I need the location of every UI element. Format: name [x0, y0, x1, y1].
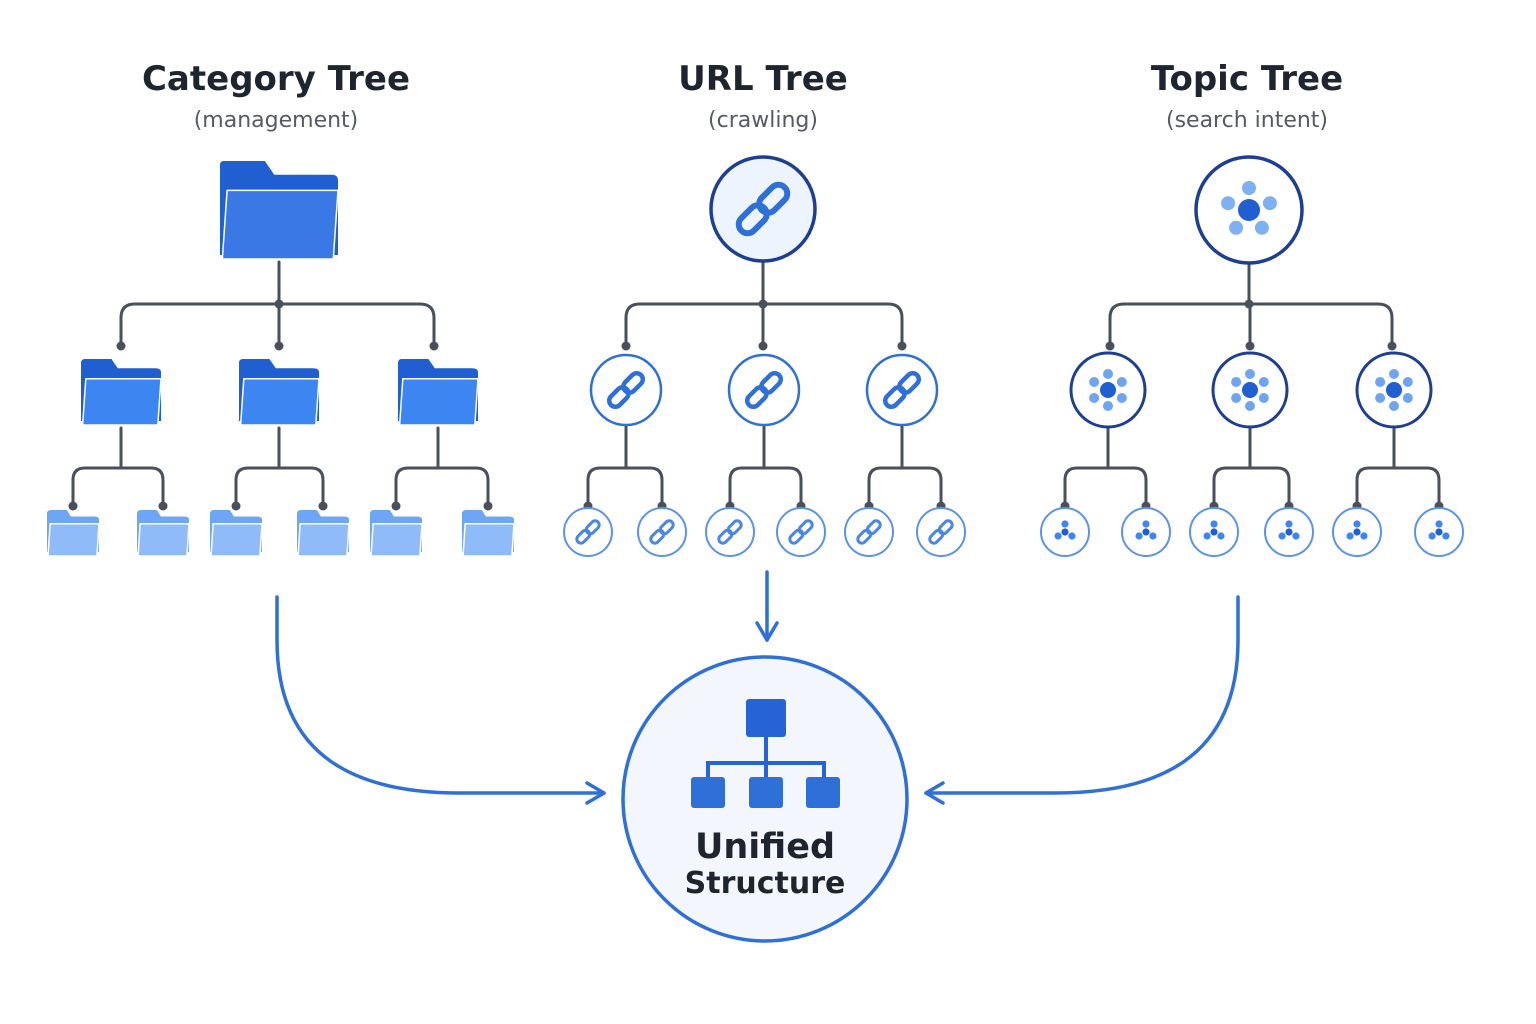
topic-cluster-icon — [1203, 520, 1225, 540]
connector-dot — [318, 501, 328, 511]
category-child-folder — [239, 359, 320, 426]
topic-connector-l2-bar — [1063, 466, 1148, 508]
connector-dot — [483, 501, 493, 511]
url-leaf-node — [844, 507, 894, 557]
link-icon — [575, 519, 601, 545]
url-leaf-node — [705, 507, 755, 557]
topic-cluster-icon — [1346, 520, 1368, 540]
url-leaf-node — [563, 507, 613, 557]
topic-cluster-icon — [1054, 520, 1076, 540]
arrow-topic-to-unified — [924, 595, 1240, 805]
connector-dot — [429, 341, 439, 351]
connector-dot — [274, 341, 284, 351]
connector-dot — [391, 501, 401, 511]
connector-dot — [68, 501, 78, 511]
link-icon — [788, 519, 814, 545]
topic-leaf-node — [1189, 507, 1239, 557]
category-leaf-folder — [462, 510, 515, 557]
link-icon — [606, 370, 646, 410]
url-child-node — [727, 353, 801, 427]
url-child-node — [589, 353, 663, 427]
connector-dot — [274, 299, 284, 309]
topic-connector-l2-bar — [1355, 466, 1441, 508]
topic-cluster-icon — [1278, 520, 1300, 540]
link-icon — [744, 370, 784, 410]
topic-root-node — [1194, 155, 1304, 265]
url-root-node — [709, 155, 817, 263]
category-leaf-folder — [137, 510, 190, 557]
category-connector-l2-bar — [394, 466, 490, 508]
topic-connector-l2-bar — [1212, 466, 1291, 508]
url-connector-l2-bar — [867, 466, 943, 508]
tree-nodes — [47, 155, 1464, 557]
category-child-folder — [398, 359, 479, 426]
topic-child-node — [1211, 351, 1289, 429]
category-tree-subtitle: (management) — [194, 108, 359, 133]
url-tree-title: URL Tree — [678, 59, 848, 99]
topic-leaf-node — [1264, 507, 1314, 557]
category-child-folder — [81, 359, 162, 426]
connector-dot — [758, 341, 768, 351]
link-icon — [856, 519, 882, 545]
topic-cluster-icon — [1221, 181, 1277, 235]
category-connector-l2-bar — [234, 466, 325, 508]
connector-dot — [1105, 341, 1115, 351]
connector-dot — [621, 341, 631, 351]
url-leaf-node — [637, 507, 687, 557]
arrow-category-to-unified — [275, 595, 606, 805]
category-leaf-folder — [47, 510, 100, 557]
topic-leaf-node — [1121, 507, 1171, 557]
link-icon — [717, 519, 743, 545]
connector-dot — [158, 501, 168, 511]
category-leaf-folder — [297, 510, 350, 557]
topic-leaf-node — [1414, 507, 1464, 557]
category-leaf-folder — [210, 510, 263, 557]
hierarchy-icon — [691, 699, 840, 808]
url-connector-l2-bar — [586, 466, 664, 508]
category-root-folder — [220, 161, 339, 260]
connector-dot — [116, 341, 126, 351]
topic-cluster-icon — [1375, 369, 1413, 411]
connector-dot — [1245, 341, 1255, 351]
topic-cluster-icon — [1231, 369, 1269, 411]
category-connector-l2-bar — [71, 466, 165, 508]
topic-child-node — [1355, 351, 1433, 429]
url-leaf-node — [916, 507, 966, 557]
topic-cluster-icon — [1089, 369, 1127, 411]
link-icon — [882, 370, 922, 410]
topic-cluster-icon — [1135, 520, 1157, 540]
connector-dot — [897, 341, 907, 351]
url-child-node — [865, 353, 939, 427]
topic-child-node — [1069, 351, 1147, 429]
topic-tree-subtitle: (search intent) — [1166, 108, 1328, 133]
topic-tree-title: Topic Tree — [1151, 59, 1343, 99]
link-icon — [735, 181, 791, 237]
unified-structure-node: Unified Structure — [621, 655, 909, 943]
connector-dot — [231, 501, 241, 511]
url-tree-subtitle: (crawling) — [708, 108, 818, 133]
url-connector-l2-bar — [728, 466, 803, 508]
connector-dot — [1387, 341, 1397, 351]
connector-dot — [1244, 299, 1254, 309]
topic-cluster-icon — [1428, 520, 1450, 540]
unified-label-line2: Structure — [685, 866, 846, 901]
connector-dot — [758, 299, 768, 309]
url-leaf-node — [776, 507, 826, 557]
unified-label-line1: Unified — [695, 827, 835, 867]
category-leaf-folder — [370, 510, 423, 557]
link-icon — [928, 519, 954, 545]
topic-leaf-node — [1332, 507, 1382, 557]
topic-leaf-node — [1040, 507, 1090, 557]
category-tree-title: Category Tree — [142, 59, 410, 99]
link-icon — [649, 519, 675, 545]
